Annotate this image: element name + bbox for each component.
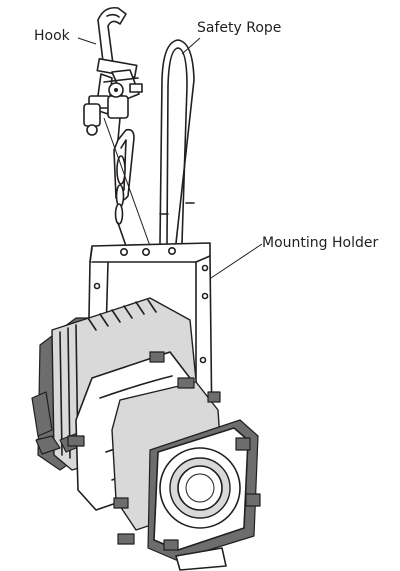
callout-leaders: [77, 37, 263, 283]
mounting-holder-label: Mounting Holder: [262, 235, 379, 251]
safety-rope-label: Safety Rope: [197, 20, 282, 36]
luminaire-body: [31, 297, 261, 571]
carabiner-chain: [103, 117, 151, 247]
hook-label: Hook: [34, 28, 70, 44]
safety-rope: [159, 39, 195, 244]
hook-clamp: [83, 6, 143, 141]
